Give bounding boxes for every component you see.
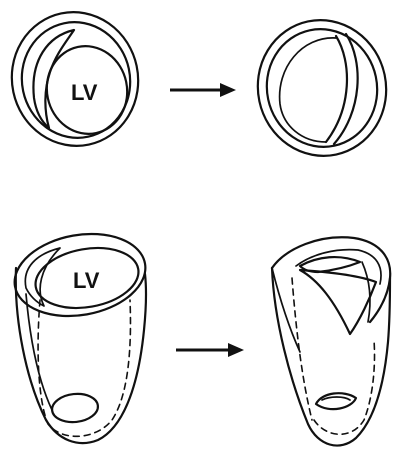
br-hidden-edge xyxy=(292,278,312,420)
tr-septum xyxy=(326,36,347,142)
bottom-right-3d-ventricle xyxy=(272,237,390,445)
tl-lv-label: LV xyxy=(71,80,98,105)
bl-apex-cavity xyxy=(51,392,100,425)
bottom-arrow xyxy=(176,343,244,357)
top-right-cross-section xyxy=(245,8,398,168)
br-apex-inner xyxy=(322,397,350,400)
tr-outer-wall xyxy=(245,8,398,168)
br-apex-cavity xyxy=(316,393,356,409)
br-lv-cavity xyxy=(300,270,376,334)
bottom-left-3d-ventricle: LV xyxy=(8,224,152,443)
br-outer-silhouette xyxy=(272,268,390,446)
top-arrow xyxy=(170,83,236,97)
bl-lv-label: LV xyxy=(73,268,100,293)
top-left-cross-section: LV xyxy=(0,0,151,157)
br-hidden-cavity xyxy=(314,340,375,434)
bl-hidden-cavity xyxy=(38,300,130,436)
tr-lv-cavity xyxy=(280,38,336,142)
